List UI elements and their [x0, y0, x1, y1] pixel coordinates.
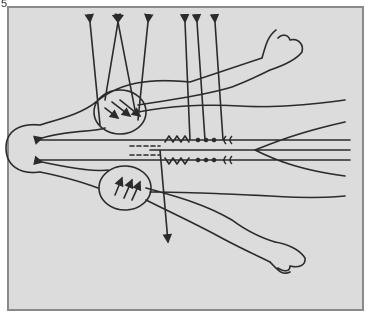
ganglion-dot — [196, 158, 201, 163]
ganglion-dot — [212, 138, 217, 143]
ganglion-dot — [204, 158, 209, 163]
ganglion-dot — [196, 138, 201, 143]
ganglion-dot — [212, 158, 217, 163]
figure-number: 5 — [1, 0, 7, 10]
ganglion-dot — [204, 138, 209, 143]
